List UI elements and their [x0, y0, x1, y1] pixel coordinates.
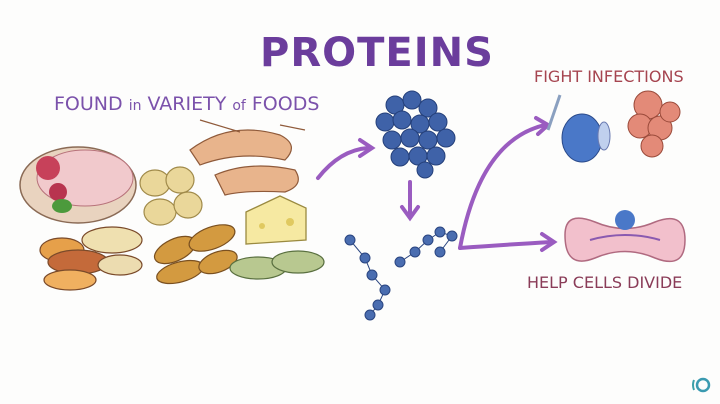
- found-in-foods-label: FOUND in VARIETY of FOODS: [54, 93, 319, 115]
- arrow-to-help-cells-divide: [458, 240, 554, 250]
- amino-acid-chain-icon: [344, 226, 458, 321]
- cheese-icon: [245, 195, 307, 245]
- fight-infections-label: FIGHT INFECTIONS: [534, 67, 684, 86]
- label-part: of: [232, 98, 246, 114]
- bacteria-icon: [627, 90, 681, 158]
- antibody-cell-icon: [546, 94, 611, 163]
- arrow-head-icon: [358, 138, 376, 158]
- label-part: in: [128, 98, 142, 114]
- folded-protein-icon: [375, 90, 456, 179]
- label-part: VARIETY: [141, 93, 233, 115]
- arrows: [316, 116, 558, 252]
- dividing-cell-icon: [564, 210, 686, 263]
- lobster-icon: [189, 119, 306, 196]
- help-cells-divide-label: HELP CELLS DIVIDE: [527, 273, 683, 292]
- label-part: FOUND: [54, 93, 129, 115]
- osmosis-logo-icon: [692, 377, 711, 393]
- almonds-icon: [153, 224, 238, 285]
- potatoes-icon: [139, 166, 203, 226]
- page-title: PROTEINS: [260, 30, 494, 76]
- arrow-foods-to-protein: [316, 146, 370, 180]
- peas-pods-icon: [229, 250, 325, 280]
- beans-icon: [39, 226, 143, 291]
- arrow-to-fight-infections: [458, 123, 547, 250]
- label-part: FOODS: [245, 93, 320, 115]
- meat-plate-icon: [19, 146, 137, 224]
